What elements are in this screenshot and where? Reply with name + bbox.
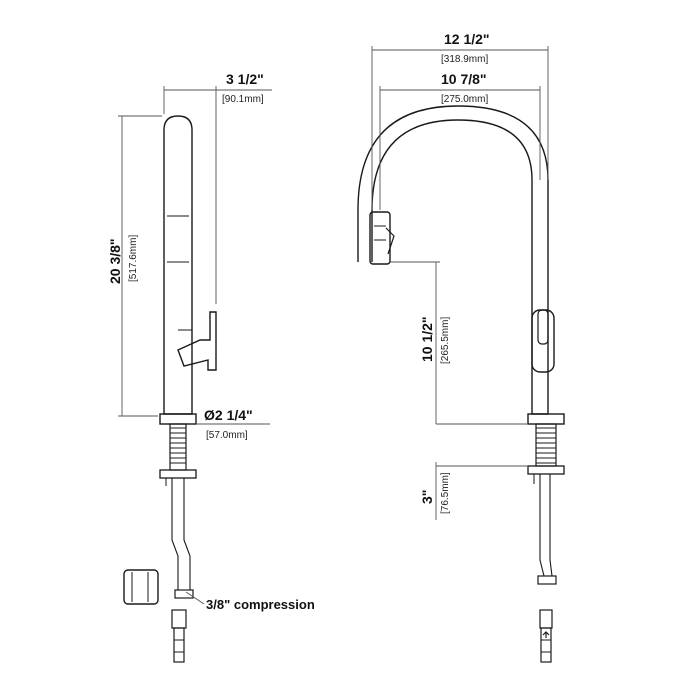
dim-overall-reach-imperial: 12 1/2" <box>444 31 490 47</box>
dim-spout-height: 10 1/2" [265.5mm] <box>390 261 528 425</box>
dim-spout-height-imperial: 10 1/2" <box>419 316 435 362</box>
dim-shank-height: 3" [76.5mm] <box>419 462 528 520</box>
dim-base-diameter-metric: [57.0mm] <box>206 430 248 441</box>
compression-label: 3/8" compression <box>206 597 315 612</box>
dim-spout-reach: 10 7/8" [275.0mm] <box>379 71 541 210</box>
dim-overall-reach-metric: [318.9mm] <box>441 54 488 65</box>
dim-height-metric: [517.6mm] <box>128 235 139 282</box>
dim-top-width-metric: [90.1mm] <box>222 94 264 105</box>
dim-spout-height-metric: [265.5mm] <box>440 317 451 364</box>
front-view-faucet <box>357 105 565 663</box>
dim-overall-height: 20 3/8" [517.6mm] <box>107 115 162 417</box>
dim-base-diameter: Ø2 1/4" [57.0mm] <box>196 407 270 441</box>
dim-shank-height-metric: [76.5mm] <box>440 472 451 514</box>
dim-top-width-imperial: 3 1/2" <box>226 71 264 87</box>
compression-callout: 3/8" compression <box>185 591 315 612</box>
dim-overall-reach: 12 1/2" [318.9mm] <box>371 31 549 210</box>
dim-height-imperial: 20 3/8" <box>107 238 123 284</box>
dim-shank-height-imperial: 3" <box>419 490 435 504</box>
dim-top-width: 3 1/2" [90.1mm] <box>163 71 272 304</box>
side-view-faucet <box>123 115 217 663</box>
dim-spout-reach-metric: [275.0mm] <box>441 94 488 105</box>
dim-spout-reach-imperial: 10 7/8" <box>441 71 487 87</box>
dim-base-diameter-imperial: Ø2 1/4" <box>204 407 253 423</box>
